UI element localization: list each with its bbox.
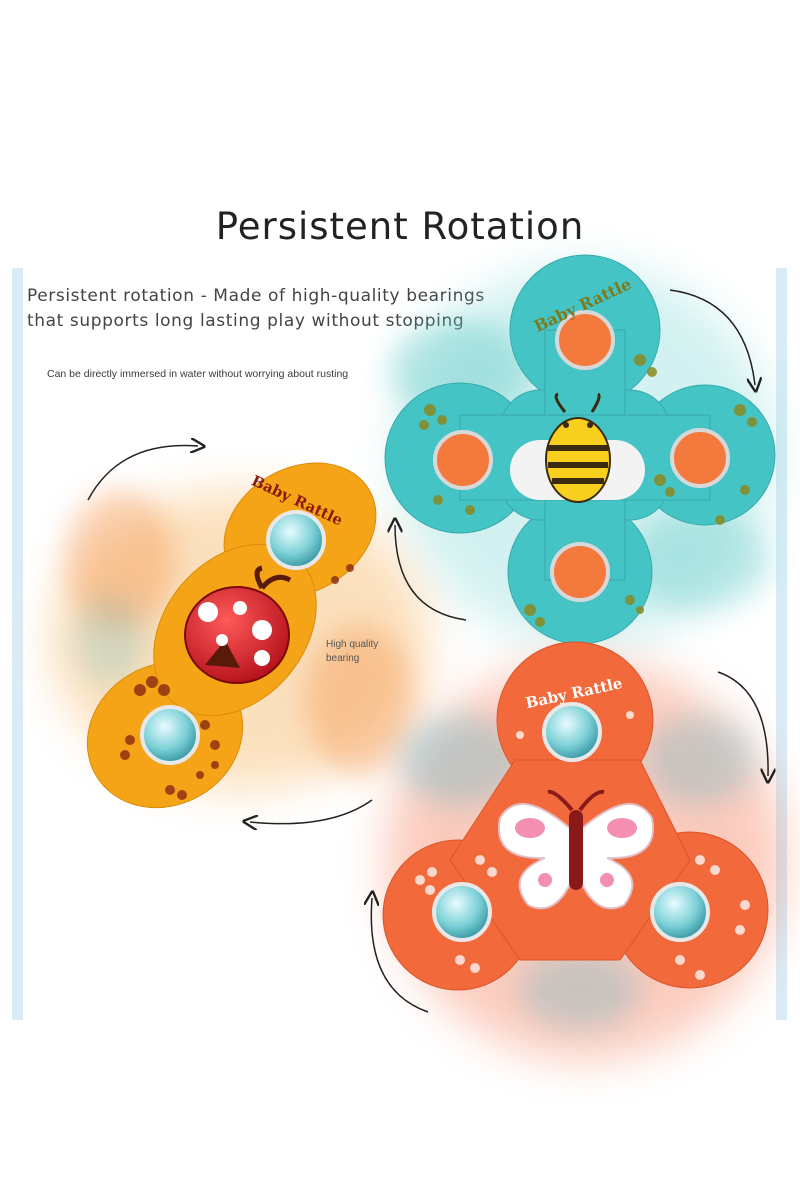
blue-spinner-flower-decor bbox=[419, 354, 757, 627]
bearing-bubble bbox=[140, 705, 200, 765]
bearing-bubble bbox=[432, 882, 492, 942]
left-edge-bar bbox=[12, 268, 23, 1020]
rotation-arrow-icon bbox=[717, 671, 768, 776]
bearing-bubble bbox=[555, 310, 615, 370]
rotation-arrow-icon bbox=[395, 525, 467, 621]
ladybug-icon bbox=[184, 565, 292, 684]
bearing-bubble bbox=[550, 542, 610, 602]
page-title: Persistent Rotation bbox=[215, 205, 585, 248]
bearing-bubble bbox=[433, 430, 493, 490]
headline-line-1: Persistent rotation - Made of high-quali… bbox=[27, 286, 485, 306]
water-note: Can be directly immersed in water withou… bbox=[47, 368, 349, 380]
headline-line-2: that supports long lasting play without … bbox=[27, 311, 465, 331]
rotation-arrow-icon bbox=[371, 898, 429, 1013]
butterfly-icon bbox=[498, 789, 654, 910]
rotation-arrow-icon bbox=[669, 289, 755, 385]
right-edge-bar bbox=[776, 268, 787, 1020]
bearing-bubble bbox=[650, 882, 710, 942]
yellow-spinner-flower-decor bbox=[120, 564, 354, 800]
bee-icon bbox=[545, 392, 611, 503]
bearing-callout: High quality bearing bbox=[326, 638, 416, 666]
bearing-bubble bbox=[670, 428, 730, 488]
bearing-callout-line-1: High quality bbox=[326, 639, 379, 650]
rotation-arrow-icon bbox=[250, 799, 373, 824]
orange-spinner-flower-decor bbox=[415, 711, 750, 980]
orange-spinner: Baby Rattle bbox=[382, 641, 769, 991]
bearing-bubble bbox=[542, 702, 602, 762]
rotation-arrow-icon bbox=[87, 445, 198, 501]
blue-spinner: Baby Rattle bbox=[384, 254, 776, 645]
bearing-bubble bbox=[266, 510, 326, 570]
yellow-spinner: Baby Rattle bbox=[86, 462, 377, 809]
bearing-callout-line-2: bearing bbox=[326, 653, 360, 664]
feature-headline: Persistent rotation - Made of high-quali… bbox=[27, 284, 507, 334]
